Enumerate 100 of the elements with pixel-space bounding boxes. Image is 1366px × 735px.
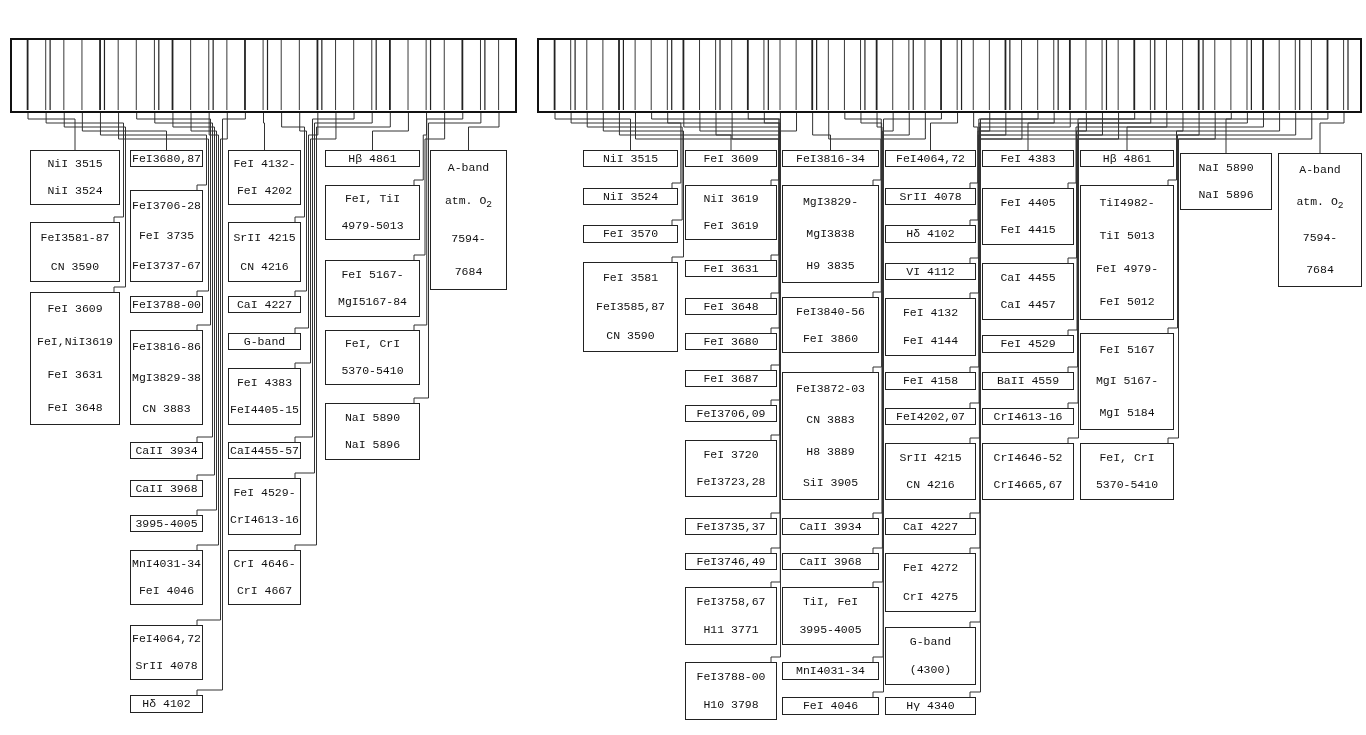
line-label: 3995-4005 [799,623,862,637]
line-label: FeI 4132- [233,157,296,172]
line-label: CrI 4275 [902,589,959,604]
line-label: CaII 3968 [135,481,198,496]
line-label-box [228,478,301,535]
line-label-box [885,518,976,535]
line-label: CaI4455-57 [230,443,299,458]
line-label-box [1080,150,1174,167]
line-label-box [130,330,203,425]
line-label: FeI 5167 [1099,342,1155,357]
leader-line [294,112,319,334]
leader-line [872,112,910,588]
leader-line [699,112,780,371]
line-label: FeI 4158 [902,374,959,388]
line-label-box [130,190,203,282]
leader-line [294,112,307,297]
line-label: H11 3771 [703,623,759,637]
line-label-box [685,260,777,277]
line-label: TiI, FeI [802,595,859,609]
line-label: G-band [243,334,286,349]
leader-line [63,112,126,293]
line-label: MnI4031-34 [132,557,201,572]
line-label: VI 4112 [906,264,955,279]
line-label-box [228,222,301,282]
line-label: Hδ 4102 [142,697,191,711]
line-label: FeI 4529 [1000,337,1056,351]
line-label: FeI 4272 [902,561,959,576]
leader-line [747,112,781,519]
line-label: BaII 4559 [996,374,1060,388]
line-label: FeI 4979- [1095,262,1159,277]
line-label: MgI3829- [802,195,859,209]
line-label: FeI 4405 [1000,195,1056,210]
leader-line [413,112,446,261]
line-label: FeI4064,72 [132,632,201,647]
leader-line [136,112,211,331]
line-label-box [685,662,777,720]
leader-line [468,112,500,151]
line-label: (4300) [909,663,952,677]
leader-line [1319,112,1345,154]
leader-line [586,112,683,226]
line-label-box [782,185,879,283]
leader-line [413,112,464,331]
leader-line [281,112,305,223]
line-label-box [982,188,1074,245]
line-label-box [685,405,777,422]
leader-line [413,112,482,404]
line-label: CN 3883 [142,401,191,416]
leader-line [1167,112,1313,444]
leader-line [969,112,991,226]
line-label: FeI3872-03 [796,381,865,396]
line-label: atm. O$_{2}$ [444,194,493,213]
line-label: MgI 5167- [1095,374,1159,389]
line-label: FeI4405-15 [230,403,299,418]
line-label: atm. O$_{2}$ [1296,194,1344,214]
leader-line [969,112,1087,519]
line-label: FeI 3687 [703,371,759,386]
line-label-box [782,297,879,353]
line-label: 3995-4005 [135,516,198,531]
leader-line [294,112,337,369]
line-label: NiI 3515 [602,151,659,166]
line-label-box [885,697,976,715]
spectrum-drawing [10,38,517,113]
line-label: FeI 3609 [703,151,759,166]
line-label-box [30,292,120,425]
line-label-box [982,408,1074,425]
leader-line [372,112,409,151]
line-label: H8 3889 [806,444,855,459]
leader-line [196,112,228,626]
line-label-box [325,260,420,317]
line-label-box [885,150,976,167]
line-label-box [982,150,1074,167]
line-label: CrI 4667 [236,583,293,598]
line-label: FeI3706-28 [132,199,201,213]
line-label: FeI3723,28 [696,475,766,490]
leader-line [969,112,979,189]
line-label: FeI 4046 [138,583,195,598]
line-label: CN 4216 [906,478,955,493]
line-label: CaI 4227 [902,519,959,534]
line-label: NiI 3524 [47,183,103,198]
leader-line [1067,112,1168,189]
line-label: FeI 3735 [138,229,195,243]
line-label: MnI4031-34 [796,664,865,678]
line-label: CrI4646-52 [993,450,1063,465]
line-label-box [685,440,777,497]
line-label: SrII 4215 [233,230,296,245]
line-label: Hδ 4102 [906,227,955,241]
line-label: CrI4665,67 [993,478,1063,493]
line-label: CaI 4457 [1000,298,1056,313]
line-label-box [1180,153,1272,210]
line-label: FeI 4415 [1000,223,1056,238]
leader-line [1067,112,1248,444]
line-label: FeI 3648 [47,400,103,415]
leader-line [294,112,373,479]
leader-line [118,112,209,297]
line-label-box [228,333,301,350]
line-label: FeI4202,07 [896,409,965,424]
line-label-box [885,225,976,243]
line-label: NiI 3524 [602,189,659,204]
line-label: TiI 5013 [1099,228,1155,243]
leader-line [828,112,882,186]
